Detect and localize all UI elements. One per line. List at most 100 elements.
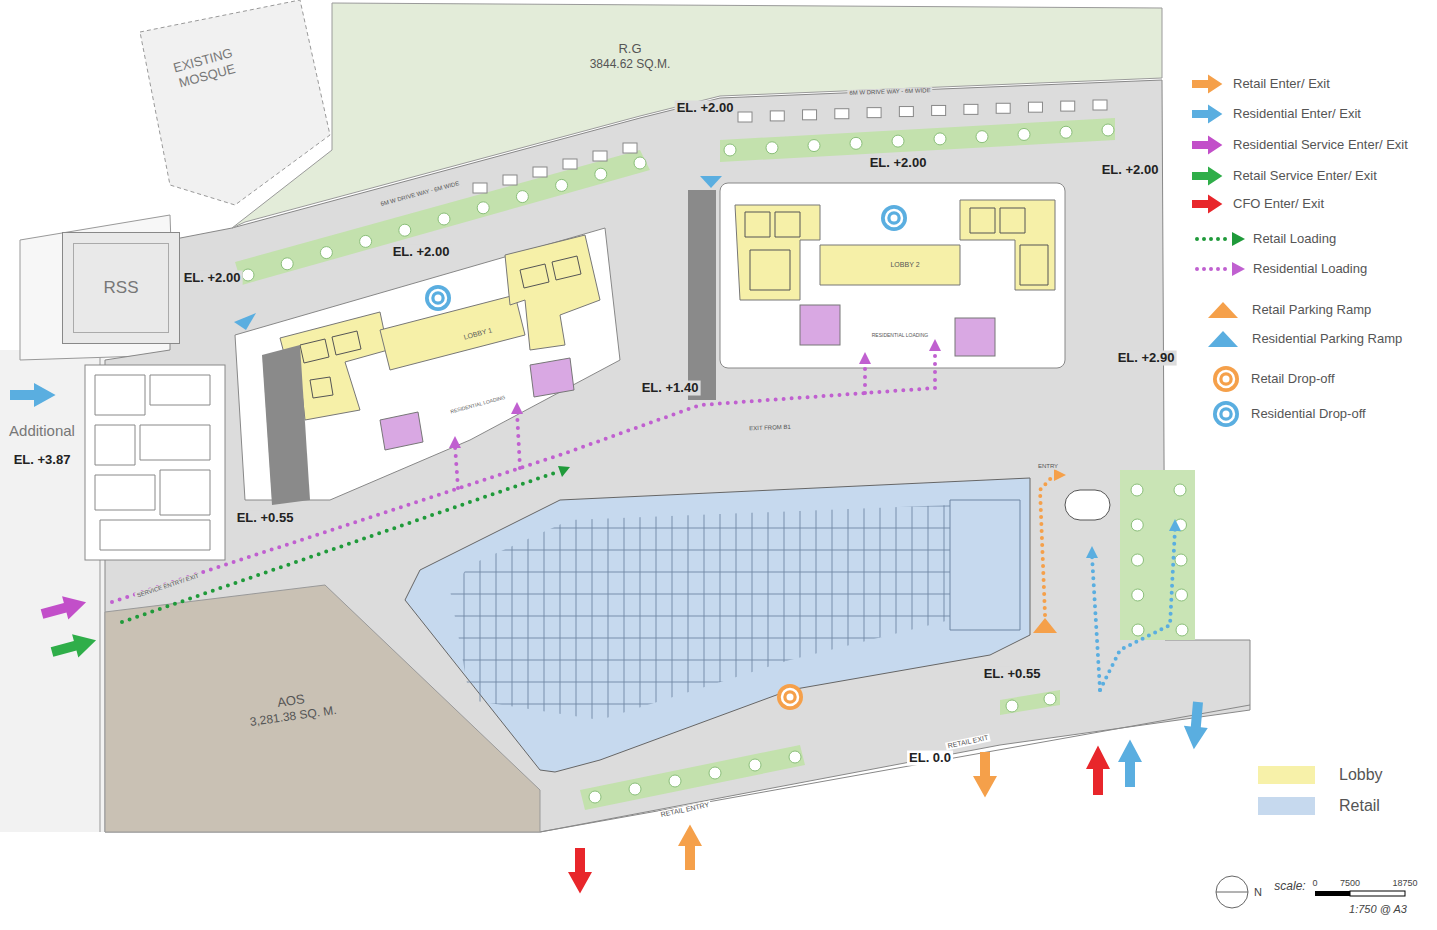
tree	[892, 135, 904, 147]
legend-text: Retail Service Enter/ Exit	[1233, 168, 1377, 184]
entry-label: ENTRY	[1036, 463, 1060, 470]
tree	[1176, 589, 1188, 601]
tree	[1176, 624, 1188, 636]
plan-use	[1213, 401, 1239, 427]
parking-stall	[1028, 102, 1042, 112]
plan-polyline	[112, 388, 935, 602]
parking-stall	[899, 107, 913, 117]
parking-stall	[835, 109, 849, 119]
parking-stall	[770, 111, 784, 121]
plan-polygon	[1086, 546, 1098, 558]
plan-polygon	[735, 205, 820, 300]
tree	[749, 759, 761, 771]
tree	[320, 247, 332, 259]
parking-stall	[563, 159, 577, 169]
plan-polygon	[1208, 331, 1238, 347]
parking-stall	[473, 183, 487, 193]
plan-polygon	[234, 313, 256, 330]
plan-polyline	[455, 446, 458, 488]
region-area: 3844.62 SQ.M.	[590, 57, 671, 71]
tree	[1131, 484, 1143, 496]
room-label: RESIDENTIAL LOADING	[448, 394, 508, 415]
elevation: EL. +3.87	[12, 453, 73, 468]
tree	[281, 258, 293, 270]
map-region: AOS3,281.38 SQ. M.	[247, 687, 338, 729]
tree	[1132, 589, 1144, 601]
plan-polygon	[1232, 262, 1245, 276]
tree	[850, 137, 862, 149]
legend-text: Lobby	[1339, 765, 1383, 784]
plan-line	[1197, 267, 1228, 271]
plan-use	[973, 752, 997, 798]
plan-polyline	[1100, 529, 1175, 690]
plan-polygon	[580, 745, 805, 810]
map-region: R.G3844.62 SQ.M.	[590, 41, 671, 71]
legend-samples	[1192, 74, 1245, 427]
plan-line	[1216, 892, 1248, 893]
parking-stall	[964, 104, 978, 114]
elevation: EL. +2.00	[1100, 163, 1161, 178]
tree	[360, 235, 372, 247]
plan-use	[425, 285, 451, 311]
legend-text: Residential Parking Ramp	[1252, 331, 1402, 347]
scale-number: 0	[1310, 878, 1319, 888]
parking-stall	[932, 105, 946, 115]
plan-polygon	[511, 402, 523, 414]
legend-text: Retail Loading	[1253, 231, 1336, 247]
plan-polygon	[505, 235, 600, 350]
legend-text: Retail Drop-off	[1251, 371, 1335, 387]
plan-rect	[720, 183, 1065, 368]
scale-number: 7500	[1338, 878, 1362, 888]
elevation: EL. +2.00	[675, 101, 736, 116]
plan-use	[777, 684, 803, 710]
elevation: EL. +1.40	[640, 381, 701, 396]
plan-polygon	[820, 245, 960, 285]
tree	[242, 269, 254, 281]
elevation: EL. +2.90	[1116, 351, 1177, 366]
plan-use	[1192, 166, 1222, 185]
plan-polygon	[380, 412, 423, 450]
plan-path	[950, 500, 1020, 630]
tree	[438, 213, 450, 225]
legend-text: Residential Service Enter/ Exit	[1233, 137, 1408, 153]
road-label: SERVICE ENTRY/ EXIT	[134, 572, 202, 600]
plan-rect	[955, 318, 995, 356]
plan-line	[1197, 237, 1228, 241]
tree	[1175, 554, 1187, 566]
plan-rect	[1350, 891, 1405, 896]
tree	[1132, 554, 1144, 566]
tree	[1018, 128, 1030, 140]
plan-polygon	[530, 358, 574, 397]
elevation: EL. +2.00	[182, 271, 243, 286]
tree	[477, 202, 489, 214]
plan-polygon	[450, 505, 950, 720]
plan-polyline	[1040, 475, 1054, 615]
plan-polygon	[1169, 519, 1181, 531]
plan-polyline	[933, 349, 937, 388]
ground	[0, 0, 1250, 832]
scale-number: 18750	[1390, 878, 1419, 888]
plan-polygon	[1208, 302, 1238, 318]
circulation	[112, 176, 1181, 710]
plan-polygon	[1054, 469, 1066, 481]
plan-use	[1192, 135, 1222, 154]
plan-use	[49, 629, 99, 664]
trees	[242, 124, 1188, 803]
tree	[766, 142, 778, 154]
map-region: EXISTING MOSQUE	[162, 43, 247, 94]
tree	[589, 791, 601, 803]
parking-stall	[996, 103, 1010, 113]
elevation: EL. +2.00	[391, 245, 452, 260]
plan-polygon	[558, 466, 570, 477]
legend-text: Residential Enter/ Exit	[1233, 106, 1361, 122]
entry-label: RETAIL ENTRY	[658, 801, 712, 820]
legend-text: Residential Loading	[1253, 261, 1367, 277]
road-label: 6M W DRIVE WAY - 6M WIDE	[847, 87, 932, 97]
tree	[399, 224, 411, 236]
landscape	[235, 100, 1195, 810]
elevation: EL. +2.00	[868, 156, 929, 171]
room-label: RESIDENTIAL LOADING	[870, 333, 931, 339]
legend-text: Retail	[1339, 796, 1380, 815]
tree	[808, 140, 820, 152]
